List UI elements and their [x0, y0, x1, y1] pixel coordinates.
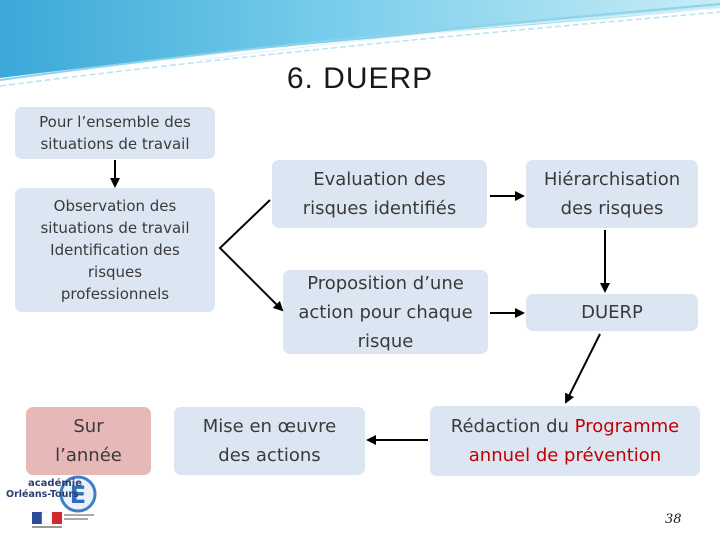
- observation-line-1: Observation des: [53, 197, 177, 215]
- sur-annee-box: Sur l’année: [26, 407, 151, 475]
- redaction-box: Rédaction du Programme annuel de préventi…: [430, 406, 700, 476]
- svg-text:Orléans-Tours: Orléans-Tours: [6, 489, 79, 500]
- observation-line-4: risques: [87, 263, 143, 281]
- redaction-highlight-2: annuel de prévention: [468, 445, 662, 466]
- proposition-label: Proposition d’une action pour chaque ris…: [298, 272, 473, 352]
- arrow-duerp-to-redaction: [565, 333, 601, 404]
- mise-en-oeuvre-label: Mise en œuvre des actions: [202, 416, 337, 466]
- arrow-observation-branch: [218, 199, 284, 312]
- svg-text:E: E: [70, 481, 86, 509]
- redaction-prefix: Rédaction du: [450, 416, 575, 437]
- scope-label: Pour l’ensemble des situations de travai…: [39, 113, 191, 153]
- evaluation-label: Evaluation des risques identifiés: [302, 169, 457, 219]
- mise-en-oeuvre-box: Mise en œuvre des actions: [174, 407, 365, 475]
- academie-logo: E académie Orléans-Tours: [4, 472, 114, 534]
- header-banner: [0, 0, 720, 87]
- scope-box: Pour l’ensemble des situations de travai…: [15, 107, 215, 159]
- redaction-highlight-1: Programme: [574, 416, 680, 437]
- page-title: 6. DUERP: [286, 62, 434, 95]
- evaluation-box: Evaluation des risques identifiés: [272, 160, 487, 228]
- observation-line-5: professionnels: [60, 285, 170, 303]
- page-number: 38: [665, 512, 682, 527]
- svg-text:académie: académie: [28, 477, 82, 489]
- observation-line-3: Identification des: [50, 241, 180, 259]
- observation-line-2: situations de travail: [40, 219, 190, 237]
- hierarchisation-label: Hiérarchisation des risques: [543, 169, 681, 219]
- duerp-box: DUERP: [526, 294, 698, 331]
- duerp-label: DUERP: [581, 302, 643, 323]
- observation-box: Observation des situations de travail Id…: [15, 188, 215, 312]
- hierarchisation-box: Hiérarchisation des risques: [526, 160, 698, 228]
- sur-annee-label: Sur l’année: [55, 416, 122, 466]
- proposition-box: Proposition d’une action pour chaque ris…: [283, 270, 488, 354]
- redaction-label: Rédaction du Programme annuel de préventi…: [451, 412, 679, 470]
